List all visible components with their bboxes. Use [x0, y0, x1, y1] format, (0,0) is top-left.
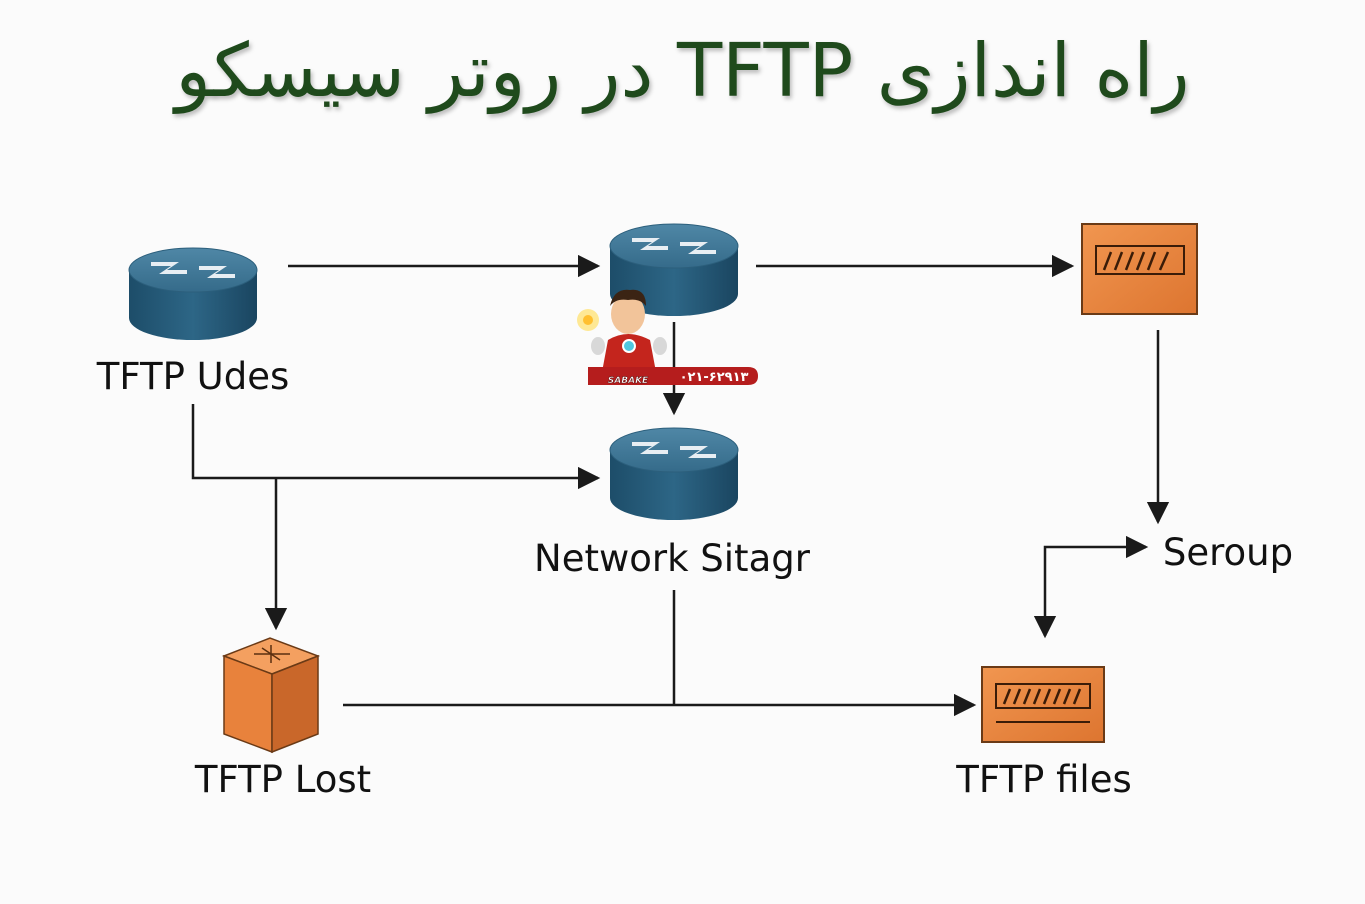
watermark: ۰۲۱-۶۲۹۱۳ SABAKE	[577, 289, 758, 386]
connectors	[191, 254, 1170, 717]
watermark-phone: ۰۲۱-۶۲۹۱۳	[680, 370, 749, 385]
mascot-icon	[577, 289, 667, 372]
node-label-tftp-lost: TFTP Lost	[194, 758, 371, 801]
node-label-tftp-udes: TFTP Udes	[96, 355, 290, 398]
box-icon[interactable]	[221, 637, 321, 754]
page-title: راه اندازی TFTP در روتر سیسکو	[175, 28, 1190, 114]
node-label-network-sitagr: Network Sitagr	[534, 537, 811, 580]
connector-udes-to-sitagr	[191, 404, 601, 490]
node-label-tftp-files: TFTP files	[955, 758, 1132, 801]
connector-seroup-to-files	[1033, 535, 1149, 639]
router-icon[interactable]	[128, 247, 258, 340]
server-icon[interactable]	[981, 666, 1105, 743]
node-label-seroup: Seroup	[1163, 531, 1293, 574]
router-icon[interactable]	[609, 223, 739, 316]
watermark-logo-text: SABAKE	[608, 376, 649, 386]
server-icon[interactable]	[1081, 223, 1198, 315]
router-icon[interactable]	[609, 427, 739, 520]
